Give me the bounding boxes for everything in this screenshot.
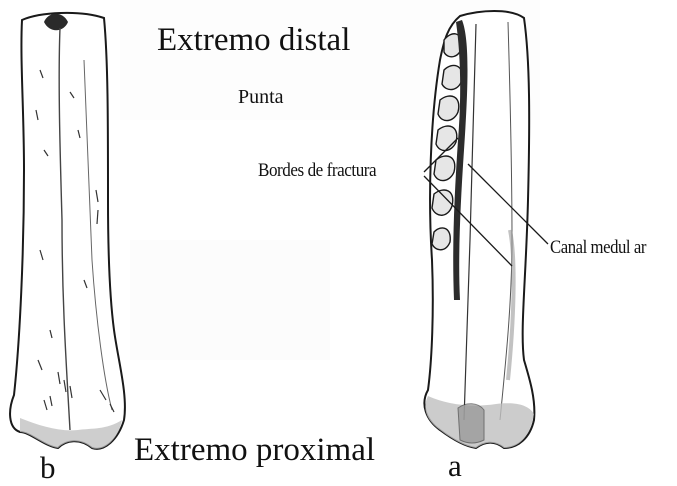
bone-b-secondary-ridge <box>83 59 113 411</box>
bone-a-canal-left <box>463 23 477 421</box>
label-view-a: a <box>448 448 462 483</box>
bone-b-top-notch <box>44 13 68 31</box>
leader-line-fracture-upper <box>423 137 459 173</box>
bone-b-drawing <box>9 11 126 450</box>
bone-a-fracture-shadow <box>453 20 468 300</box>
bone-b-central-ridge <box>58 27 71 431</box>
bone-a-canal-shade <box>506 229 516 381</box>
label-distal-end: Extremo distal <box>157 22 351 58</box>
label-fracture-edges: Bordes de fractura <box>258 160 377 181</box>
bone-a-proximal-notch <box>457 403 485 444</box>
bone-b-proximal-shading <box>20 418 122 449</box>
bone-a-outline <box>423 10 536 450</box>
leader-line-canal <box>467 163 549 245</box>
label-tip: Punta <box>238 86 284 108</box>
leader-line-fracture-lower <box>423 175 513 267</box>
label-proximal-end: Extremo proximal <box>134 432 376 468</box>
label-view-b: b <box>40 450 56 485</box>
leader-lines <box>423 137 549 267</box>
label-medullary-canal: Canal medul ar <box>550 237 646 258</box>
bone-b-surface-marks <box>35 69 115 413</box>
bone-a-drawing <box>423 10 536 450</box>
